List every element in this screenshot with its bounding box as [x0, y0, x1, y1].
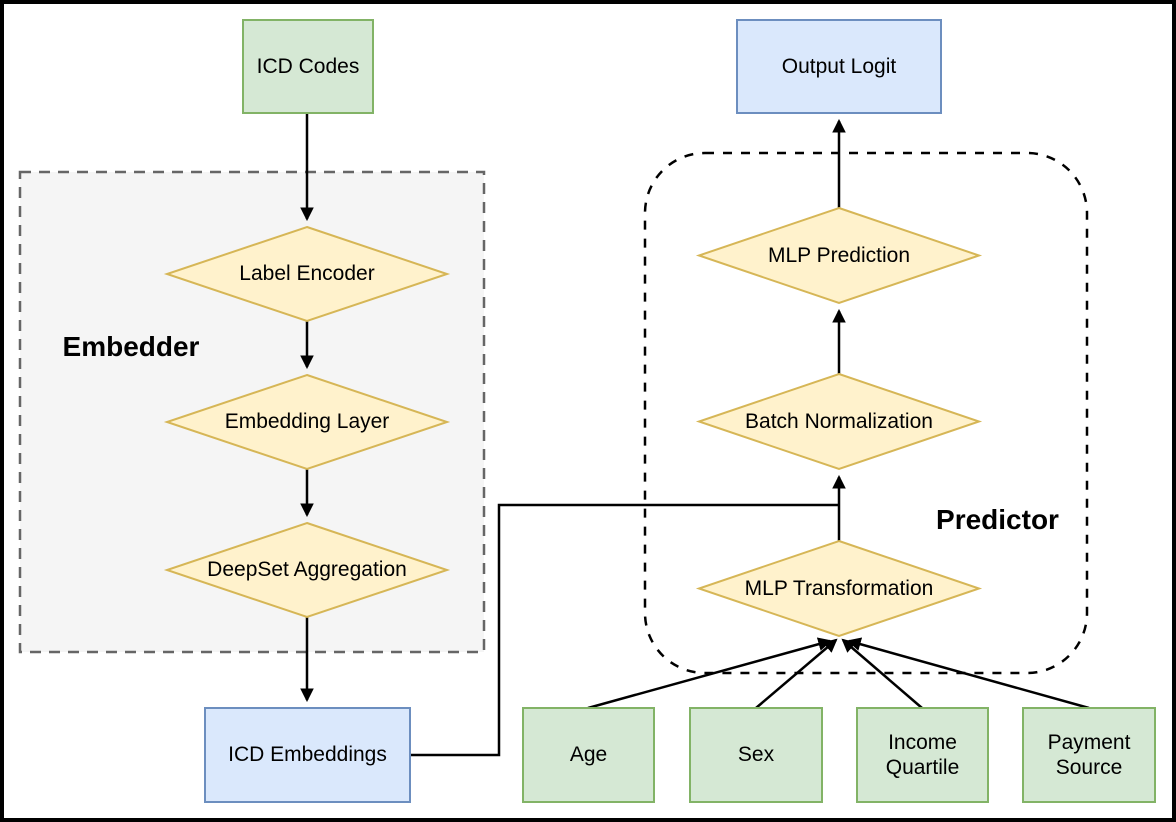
edge-payment-source-to-mlp-transformation [847, 637, 1090, 710]
edge-sex-to-mlp-transformation [755, 638, 838, 709]
node-age-box [522, 707, 655, 803]
node-icd-embeddings-box [204, 707, 411, 803]
node-embedding-layer-diamond [163, 373, 451, 471]
node-batch-normalization-diamond [695, 372, 983, 471]
node-output-logit-box [736, 19, 942, 114]
node-payment-source-box [1022, 707, 1156, 803]
node-sex-box [689, 707, 823, 803]
node-income-quartile-box [856, 707, 989, 803]
edge-icd-embeddings-to-batch-normalization [410, 503, 839, 757]
node-deepset-aggregation-diamond [163, 521, 451, 619]
node-mlp-prediction-diamond [695, 206, 983, 305]
edge-income-quartile-to-mlp-transformation [841, 638, 923, 709]
edge-age-to-mlp-transformation [587, 637, 832, 710]
predictor-group-container [643, 151, 1089, 675]
node-mlp-transformation-diamond [695, 539, 983, 638]
node-label-encoder-diamond [163, 225, 451, 323]
node-icd-codes-box [242, 19, 374, 114]
